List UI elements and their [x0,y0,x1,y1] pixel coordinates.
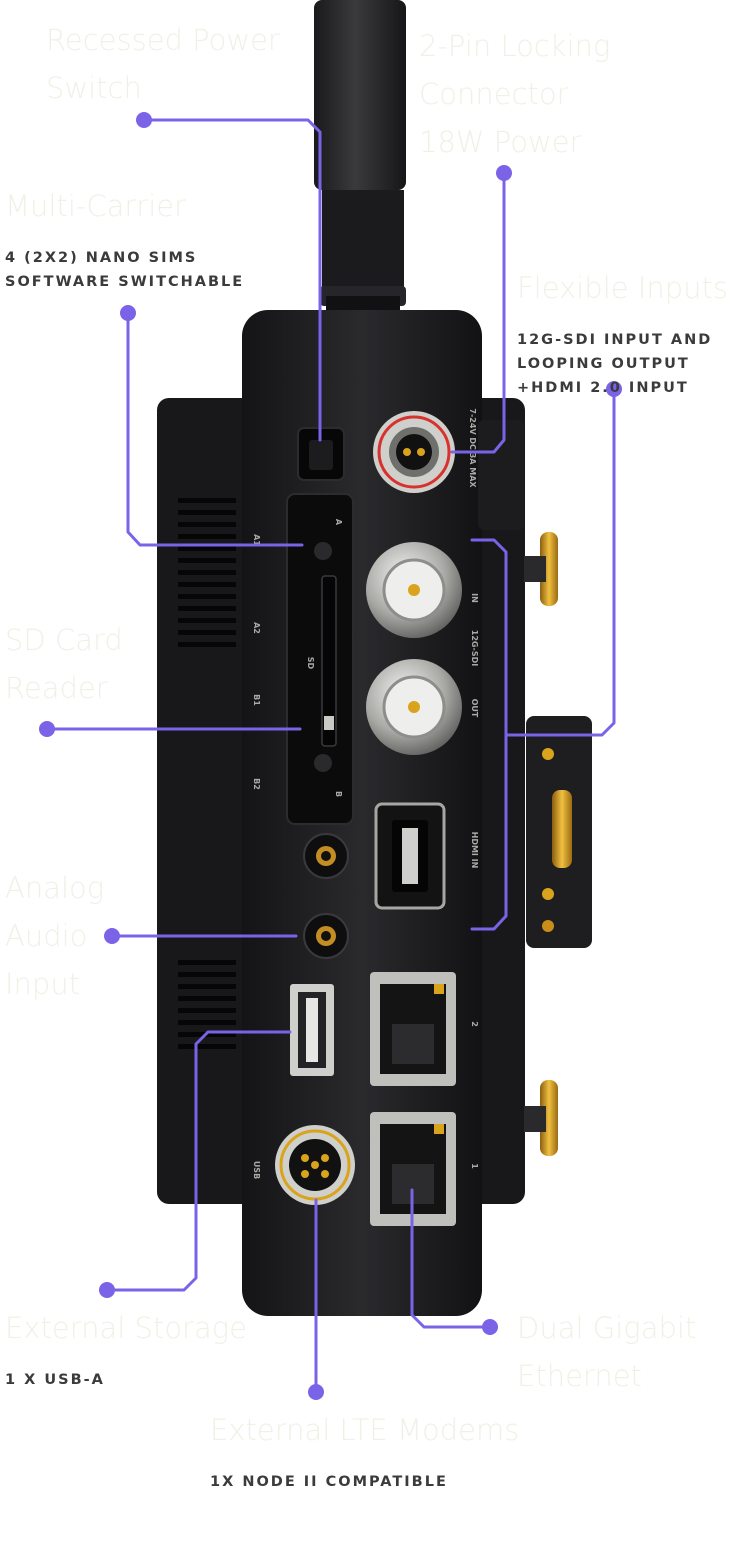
sdi-in-connector [366,542,462,638]
side-mount [526,716,592,948]
callout-line-flexible-inputs [470,381,622,931]
callout-subtitle: 12G-SDI INPUT AND [517,332,713,348]
gold-screw-bottom [524,1080,558,1156]
callout-subtitle: 1X NODE II COMPATIBLE [210,1474,448,1490]
label-12g-sdi: 12G-SDI [470,630,479,666]
callout-title: Analog [5,871,105,905]
label-power: 7-24V DC 3A MAX [468,408,477,488]
label-eth-2: 2 [470,1021,479,1027]
callout-title: Dual Gigabit [517,1311,697,1345]
label-sim-a2: A2 [252,622,261,634]
callout-subtitle: 1 X USB-A [5,1372,105,1388]
label-sdi-out: OUT [470,699,479,718]
antenna [314,0,406,312]
callout-title: Ethernet [517,1359,642,1393]
callout-subtitle: 4 (2X2) NANO SIMS [5,250,198,266]
callout-line-sd-reader [39,721,302,737]
callout-title: Flexible Inputs [517,271,729,305]
callout-line-power-switch [136,112,322,442]
power-switch [297,427,345,481]
label-slot-b: B [334,791,343,797]
label-slot-a: A [334,519,343,526]
label-usb: USB [252,1161,261,1179]
power-connector [373,411,455,493]
label-sim-b1: B1 [252,694,261,706]
vent-grille-upper [178,498,236,647]
callout-title: External Storage [5,1311,247,1345]
label-sim-a1: A1 [252,534,261,546]
callout-title: Switch [46,71,142,105]
callout-title: Reader [5,671,108,705]
callout-line-dual-ethernet [410,1188,498,1335]
callout-line-external-storage [99,1030,292,1298]
callout-title: External LTE Modems [210,1413,520,1447]
callout-title: 2-Pin Locking [419,29,611,63]
callout-title: Audio [5,919,88,953]
usb-a-port [290,984,334,1076]
lte-modem-connector [275,1125,355,1205]
headphone-jack [303,833,349,879]
power-plate [478,420,524,530]
callout-subtitle: +HDMI 2.0 INPUT [517,380,689,396]
sim-sd-tray [286,493,354,825]
callout-title: SD Card [5,623,123,657]
label-sd: SD [306,657,315,670]
label-hdmi-in: HDMI IN [470,832,479,869]
callout-title: Input [5,967,81,1001]
gold-screw-top [524,532,558,606]
sdi-out-connector [366,659,462,755]
callout-title: Recessed Power [46,23,280,57]
callout-title: Connector [419,77,569,111]
audio-input-jack [303,913,349,959]
callout-title: 18W Power [419,125,582,159]
callout-line-analog-audio [104,928,298,944]
callout-subtitle: SOFTWARE SWITCHABLE [5,274,245,290]
ethernet-port-2 [370,972,456,1086]
hdmi-port [374,802,446,910]
callout-subtitle: LOOPING OUTPUT [517,356,690,372]
callout-line-multi-carrier [120,305,304,547]
callout-title: Multi-Carrier [5,189,187,223]
callout-line-locking-connector [450,165,512,454]
label-sdi-in: IN [470,593,479,603]
label-eth-1: 1 [470,1163,479,1169]
label-sim-b2: B2 [252,778,261,790]
callout-line-lte-modems [308,1198,324,1400]
